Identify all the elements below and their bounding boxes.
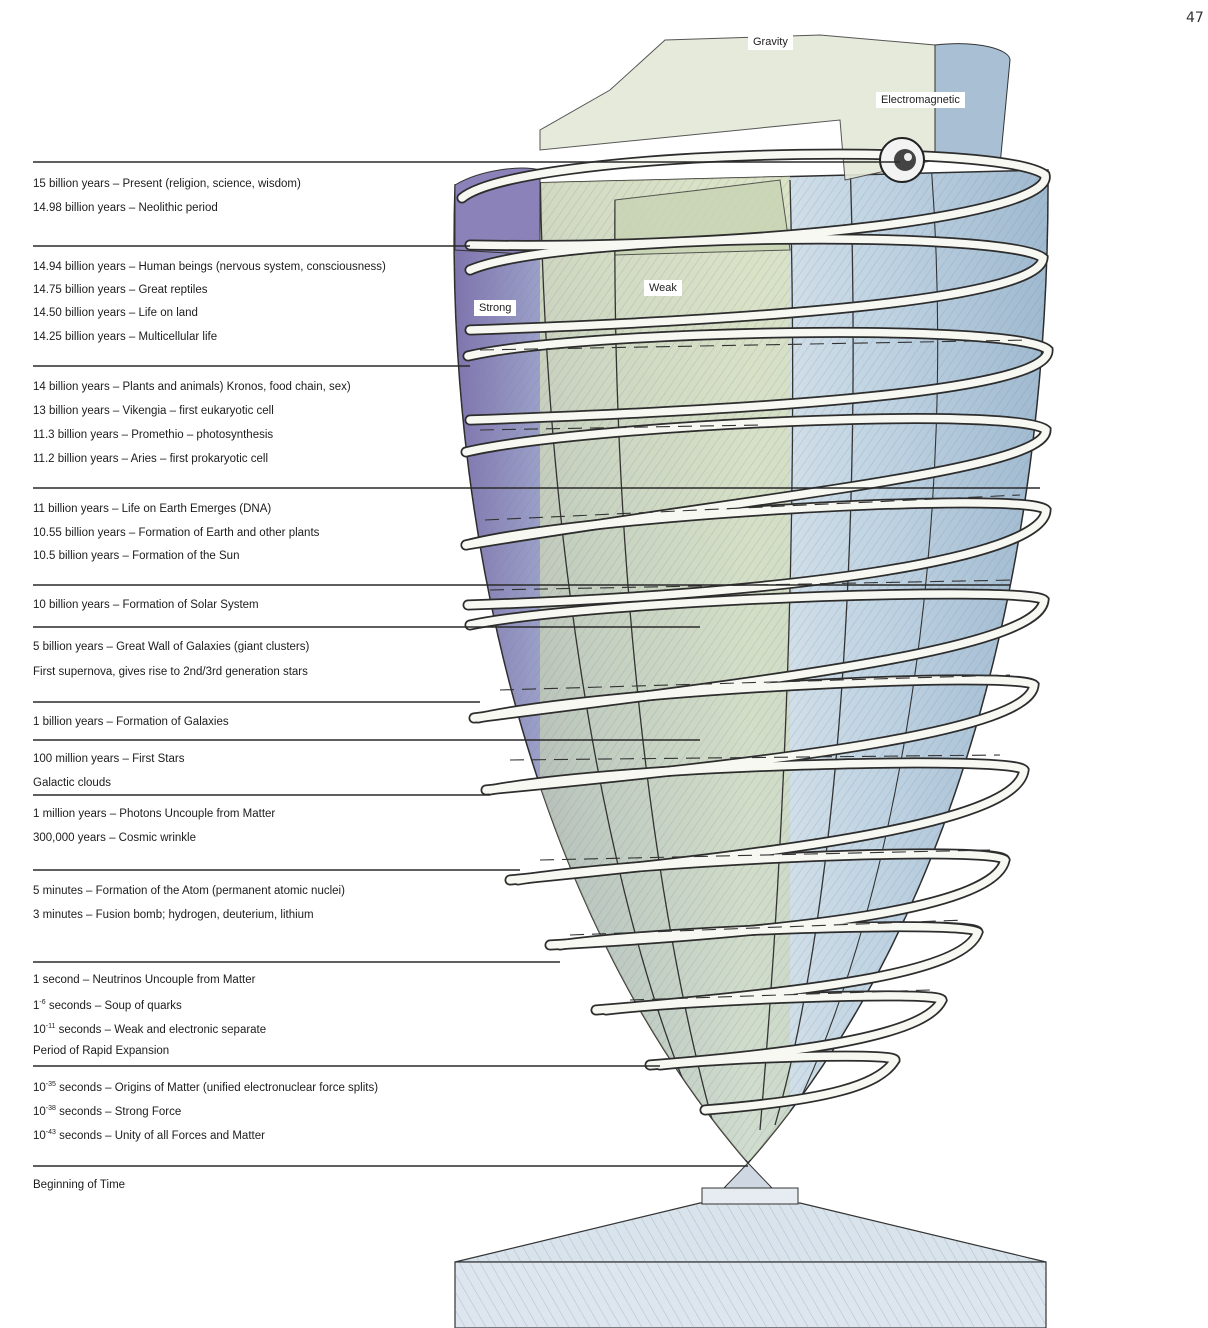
timeline-label-exp: 10-43 seconds – Unity of all Forces and … [33,1126,265,1143]
timeline-label-exp: 1-6 seconds – Soup of quarks [33,996,182,1013]
force-label-weak: Weak [644,280,682,296]
eye-icon [880,138,924,182]
timeline-label: 14.94 billion years – Human beings (nerv… [33,260,386,274]
timeline-label: Period of Rapid Expansion [33,1044,169,1058]
timeline-label: 5 billion years – Great Wall of Galaxies… [33,640,309,654]
exp-text: seconds – Strong Force [56,1106,181,1118]
exp-text: seconds – Soup of quarks [46,1000,182,1012]
exp-base: 10 [33,1106,46,1118]
timeline-label: 14.98 billion years – Neolithic period [33,201,218,215]
exp-text: seconds – Unity of all Forces and Matter [56,1130,265,1142]
timeline-label: 10.55 billion years – Formation of Earth… [33,526,319,540]
timeline-label: 5 minutes – Formation of the Atom (perma… [33,884,345,898]
exp-power: -11 [46,1023,56,1030]
exp-base: 10 [33,1130,46,1142]
timeline-label: 13 billion years – Vikengia – first euka… [33,404,274,418]
timeline-label: 3 minutes – Fusion bomb; hydrogen, deute… [33,908,314,922]
pedestal [455,1163,1046,1328]
timeline-label: 10.5 billion years – Formation of the Su… [33,549,239,563]
timeline-label: Beginning of Time [33,1178,125,1192]
force-label-strong: Strong [474,300,516,316]
timeline-label: 1 million years – Photons Uncouple from … [33,807,275,821]
timeline-label: 14.75 billion years – Great reptiles [33,283,208,297]
force-label-gravity: Gravity [748,34,793,50]
exp-text: seconds – Weak and electronic separate [55,1024,266,1036]
timeline-label: First supernova, gives rise to 2nd/3rd g… [33,665,308,679]
timeline-label: 100 million years – First Stars [33,752,184,766]
exp-power: -35 [46,1081,56,1088]
force-label-electromagnetic: Electromagnetic [876,92,965,108]
timeline-label: 10 billion years – Formation of Solar Sy… [33,598,259,612]
timeline-label-exp: 10-38 seconds – Strong Force [33,1102,181,1119]
timeline-label: 14 billion years – Plants and animals) K… [33,380,351,394]
timeline-label: 1 second – Neutrinos Uncouple from Matte… [33,973,255,987]
timeline-label: 15 billion years – Present (religion, sc… [33,177,301,191]
timeline-label: 11.2 billion years – Aries – first proka… [33,452,268,466]
timeline-label: 300,000 years – Cosmic wrinkle [33,831,196,845]
exp-power: -43 [46,1129,56,1136]
exp-base: 10 [33,1082,46,1094]
timeline-label: 1 billion years – Formation of Galaxies [33,715,229,729]
timeline-label: Galactic clouds [33,776,111,790]
exp-text: seconds – Origins of Matter (unified ele… [56,1082,378,1094]
timeline-label: 14.50 billion years – Life on land [33,306,198,320]
timeline-label: 11 billion years – Life on Earth Emerges… [33,502,271,516]
exp-power: -38 [46,1105,56,1112]
timeline-label-exp: 10-11 seconds – Weak and electronic sepa… [33,1020,266,1037]
exp-base: 10 [33,1024,46,1036]
timeline-label-exp: 10-35 seconds – Origins of Matter (unifi… [33,1078,378,1095]
timeline-label: 11.3 billion years – Promethio – photosy… [33,428,273,442]
timeline-label: 14.25 billion years – Multicellular life [33,330,217,344]
